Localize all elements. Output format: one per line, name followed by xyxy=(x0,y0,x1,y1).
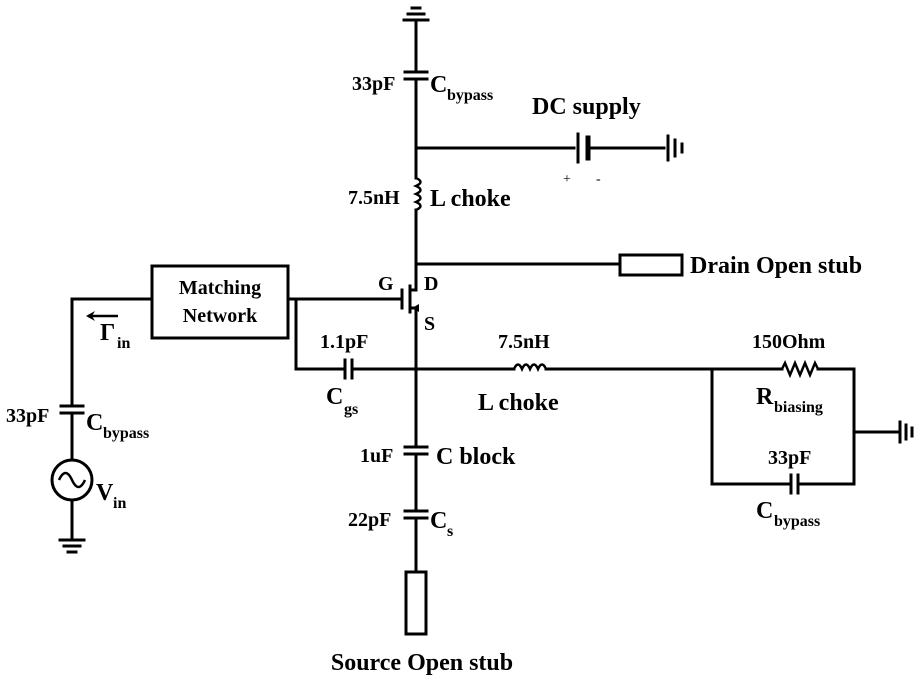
resistor-icon xyxy=(780,359,820,379)
cap-right-value: 33pF xyxy=(768,447,811,469)
resistor-value: 150Ohm xyxy=(752,331,826,353)
gamma-sub: in xyxy=(117,335,130,352)
ac-source-icon xyxy=(50,458,94,502)
source-stub-label: Source Open stub xyxy=(331,650,513,676)
cap-left-sub: bypass xyxy=(103,425,149,442)
c-block-value: 1uF xyxy=(360,445,393,467)
inductor-mid-name: L choke xyxy=(478,390,559,416)
matching-network-line2: Network xyxy=(183,305,258,327)
inductor-top-value: 7.5nH xyxy=(348,187,400,209)
cap-right-sub: bypass xyxy=(774,513,820,530)
cap-left-value: 33pF xyxy=(6,405,49,427)
inductor-top-icon xyxy=(412,176,422,212)
cap-top-name: C xyxy=(430,72,447,98)
transistor-icon xyxy=(400,276,419,327)
cgs-value: 1.1pF xyxy=(320,331,368,353)
c-block-name: C block xyxy=(436,444,516,470)
inductor-mid-value: 7.5nH xyxy=(498,331,550,353)
drain-stub-label: Drain Open stub xyxy=(690,253,862,279)
ground-left-icon xyxy=(58,538,86,554)
cs-value: 22pF xyxy=(348,509,391,531)
matching-network-line1: Matching xyxy=(179,277,261,299)
dc-minus-label: - xyxy=(596,172,601,187)
matching-network-box xyxy=(150,264,290,340)
ground-dc-icon xyxy=(666,134,684,162)
cgs-sub: gs xyxy=(344,401,358,418)
cap-right-name: C xyxy=(756,498,773,524)
vin-sub: in xyxy=(113,495,126,512)
vin-name: V xyxy=(96,480,114,506)
resistor-name: R xyxy=(756,384,774,410)
source-label: S xyxy=(424,313,435,335)
drain-label: D xyxy=(424,273,438,295)
cap-left-name: C xyxy=(86,410,103,436)
resistor-sub: biasing xyxy=(774,399,823,416)
source-open-stub xyxy=(404,570,428,636)
cap-top-value: 33pF xyxy=(352,73,395,95)
inductor-mid-icon xyxy=(512,363,548,373)
cap-top-sub: bypass xyxy=(447,87,493,104)
dc-plus-label: + xyxy=(563,172,571,187)
cgs-name: C xyxy=(326,384,343,410)
inductor-top-name: L choke xyxy=(430,186,511,212)
cs-name: C xyxy=(430,508,447,534)
ground-top-icon xyxy=(402,6,430,72)
dc-supply-label: DC supply xyxy=(532,94,641,120)
ground-right-icon xyxy=(898,420,914,444)
dc-battery-icon xyxy=(576,132,666,164)
gate-label: G xyxy=(378,273,394,295)
gamma-arrow-icon xyxy=(86,311,118,321)
cs-sub: s xyxy=(447,523,453,540)
drain-open-stub xyxy=(618,253,684,277)
gamma-label: Γ xyxy=(100,320,115,346)
